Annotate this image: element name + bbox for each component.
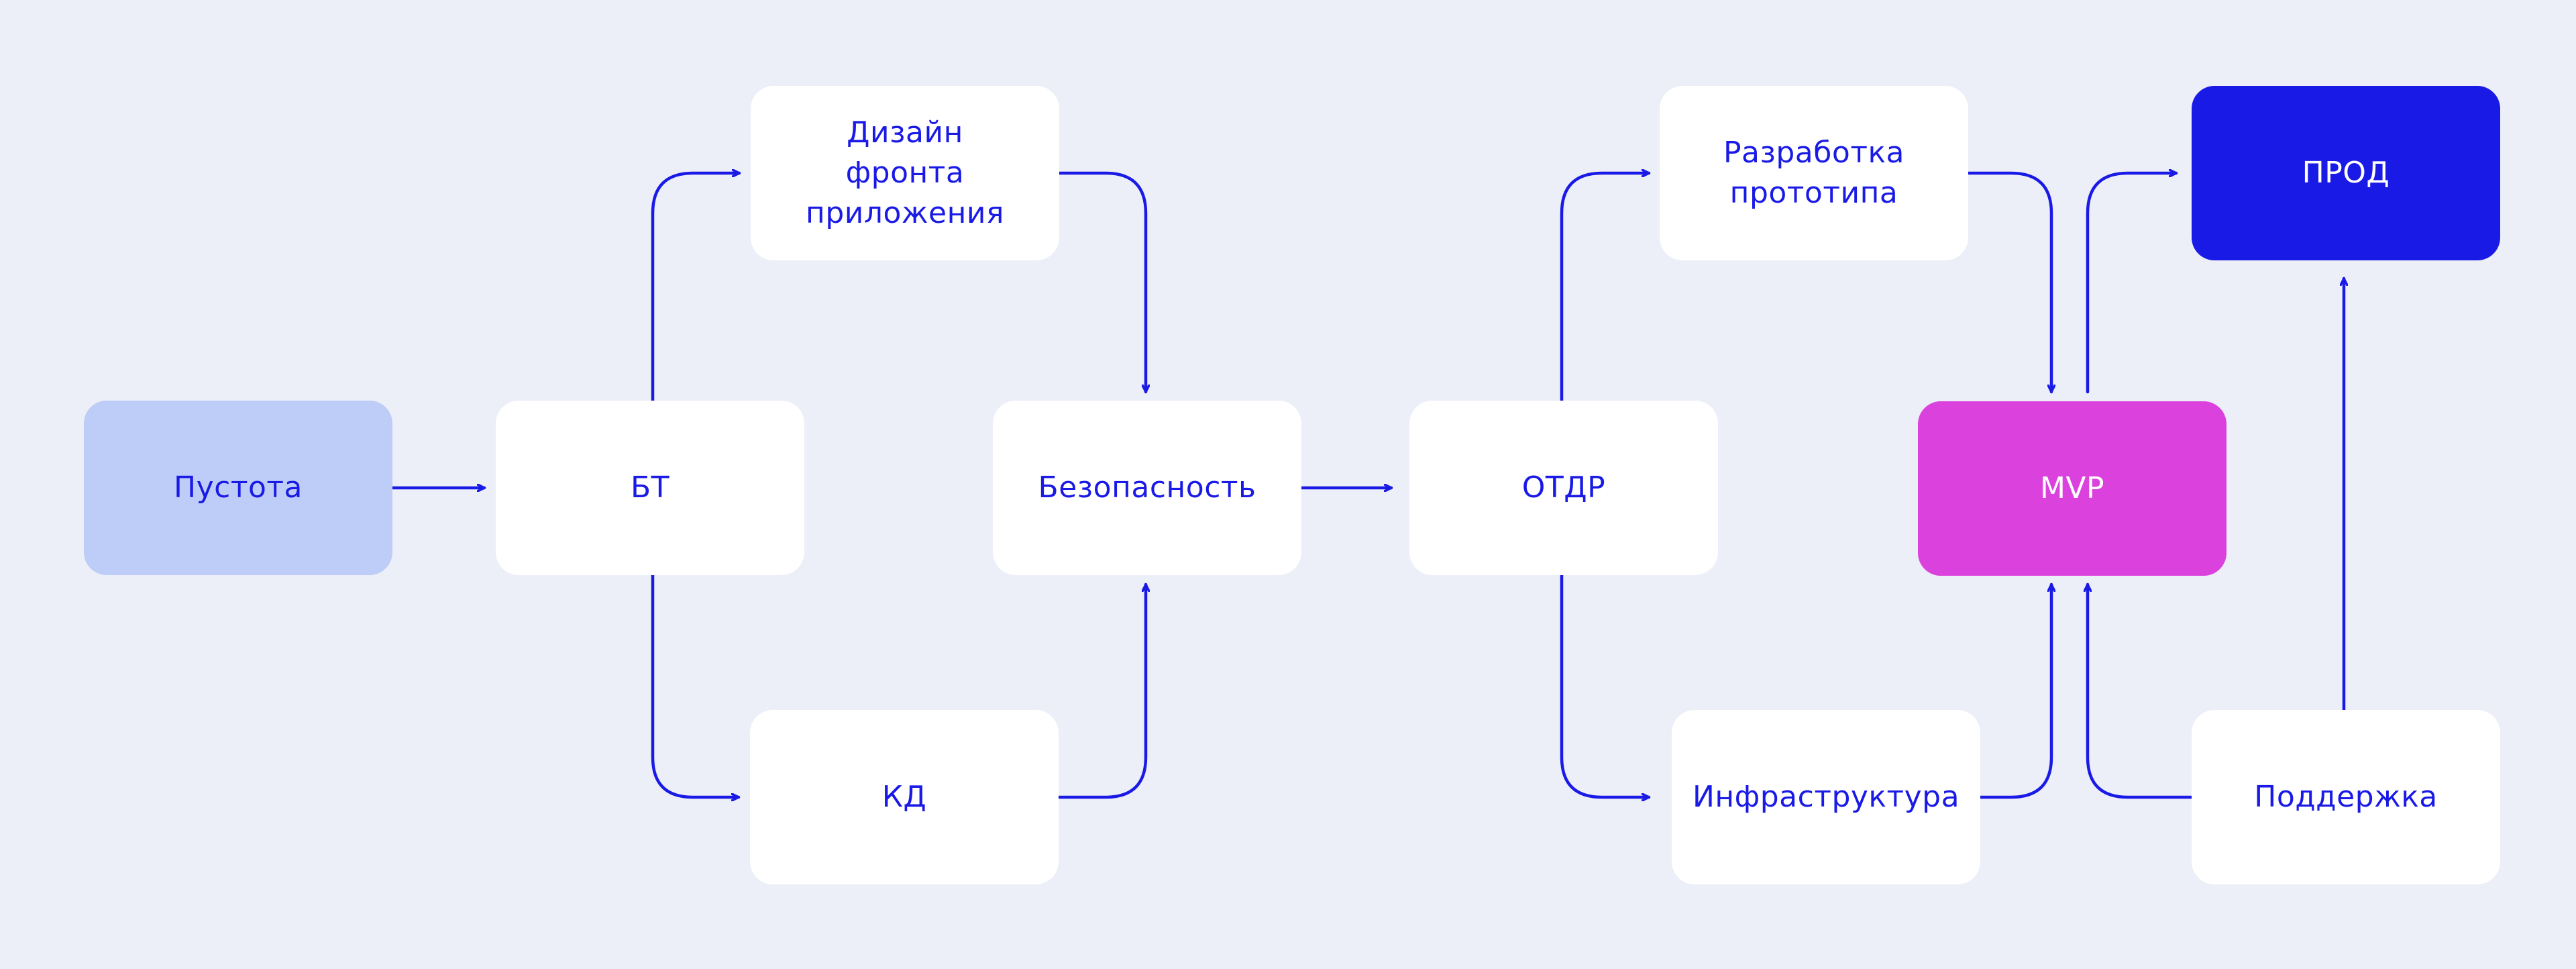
node-infrastructure-label: Инфраструктура [1692, 780, 1960, 814]
edge-infra-to-mvp [1978, 582, 2051, 799]
edge-bt-to-design [651, 173, 741, 403]
edge-design-to-security [1057, 171, 1146, 394]
node-kd: КД [750, 710, 1059, 884]
edge-kd-to-security [1057, 582, 1146, 799]
edge-support-to-mvp [2088, 582, 2194, 799]
edge-otdr-to-proto [1560, 173, 1651, 403]
edge-otdr-to-infra [1560, 573, 1651, 797]
node-kd-label: КД [881, 780, 927, 814]
node-prototype-label: Разработка прототипа [1723, 136, 1904, 210]
node-infrastructure: Инфраструктура [1672, 710, 1980, 884]
edge-bt-to-kd [651, 573, 741, 797]
node-bt-label: БТ [630, 470, 670, 505]
node-bt: БТ [496, 401, 804, 575]
edge-mvp-to-prod [2086, 173, 2178, 394]
node-otdr-label: ОТДР [1521, 470, 1606, 505]
node-empty: Пустота [84, 401, 392, 575]
node-empty-label: Пустота [174, 470, 303, 505]
node-support-label: Поддержка [2254, 780, 2438, 814]
node-design: Дизайн фронта приложения [751, 86, 1059, 260]
node-mvp-label: MVP [2039, 471, 2105, 505]
node-otdr: ОТДР [1409, 401, 1718, 575]
node-prod: ПРОД [2192, 86, 2500, 260]
node-security: Безопасность [993, 401, 1301, 575]
node-mvp: MVP [1918, 401, 2226, 576]
node-prototype: Разработка прототипа [1660, 86, 1968, 260]
edge-proto-to-mvp [1966, 171, 2051, 394]
node-support: Поддержка [2192, 710, 2500, 884]
node-prod-label: ПРОД [2302, 156, 2390, 190]
node-design-label: Дизайн фронта приложения [806, 115, 1004, 230]
node-security-label: Безопасность [1038, 470, 1256, 505]
